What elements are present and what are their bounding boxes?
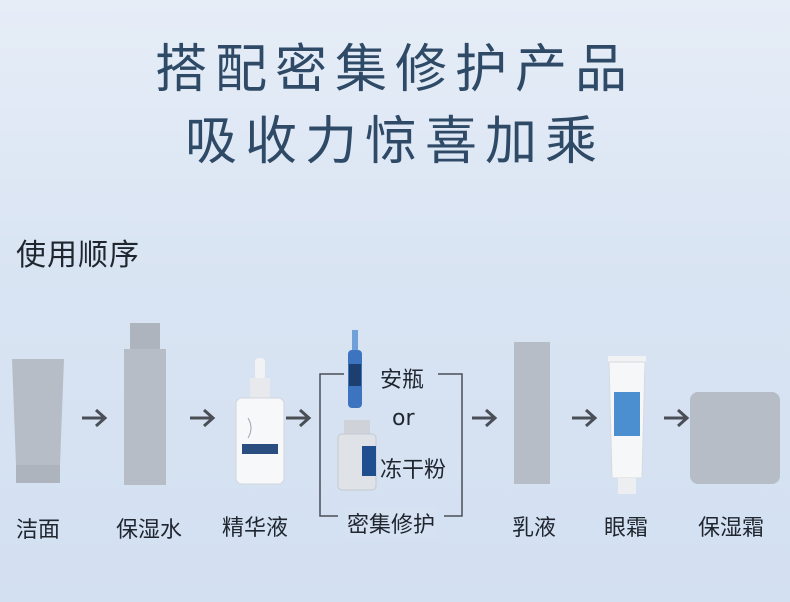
step-label-toner: 保湿水 <box>116 518 183 543</box>
repair-option-or: or <box>392 406 415 431</box>
moisturizing-cream-jar-icon <box>690 392 780 484</box>
step-label-intensive-repair: 密集修护 <box>345 507 438 539</box>
usage-order-title: 使用顺序 <box>16 238 140 273</box>
repair-option-ampoule: 安瓶 <box>380 368 425 393</box>
arrow-right-icon <box>82 408 108 428</box>
step-label-lotion: 乳液 <box>512 516 557 541</box>
lotion-bottle-icon <box>514 342 550 484</box>
freeze-dried-vial-icon <box>337 420 377 491</box>
arrow-right-icon <box>190 408 216 428</box>
step-label-serum: 精华液 <box>222 516 289 541</box>
serum-dropper-bottle-icon <box>235 358 285 485</box>
headline-line-1: 搭配密集修护产品 <box>154 40 635 100</box>
arrow-right-icon <box>664 408 690 428</box>
repair-option-freeze-dried: 冻干粉 <box>380 458 447 483</box>
ampoule-icon <box>348 330 362 408</box>
step-label-cleanser: 洁面 <box>16 518 61 543</box>
headline-line-2: 吸收力惊喜加乘 <box>184 112 605 172</box>
eye-cream-tube-icon <box>608 356 646 494</box>
step-label-moisturizing-cream: 保湿霜 <box>698 516 765 541</box>
step-label-eye-cream: 眼霜 <box>604 516 649 541</box>
arrow-right-icon <box>572 408 598 428</box>
intensive-repair-bracket <box>319 373 463 517</box>
arrow-right-icon <box>286 408 312 428</box>
arrow-right-icon <box>472 408 498 428</box>
toner-bottle-icon <box>124 323 166 485</box>
cleanser-tube-icon <box>12 359 64 483</box>
